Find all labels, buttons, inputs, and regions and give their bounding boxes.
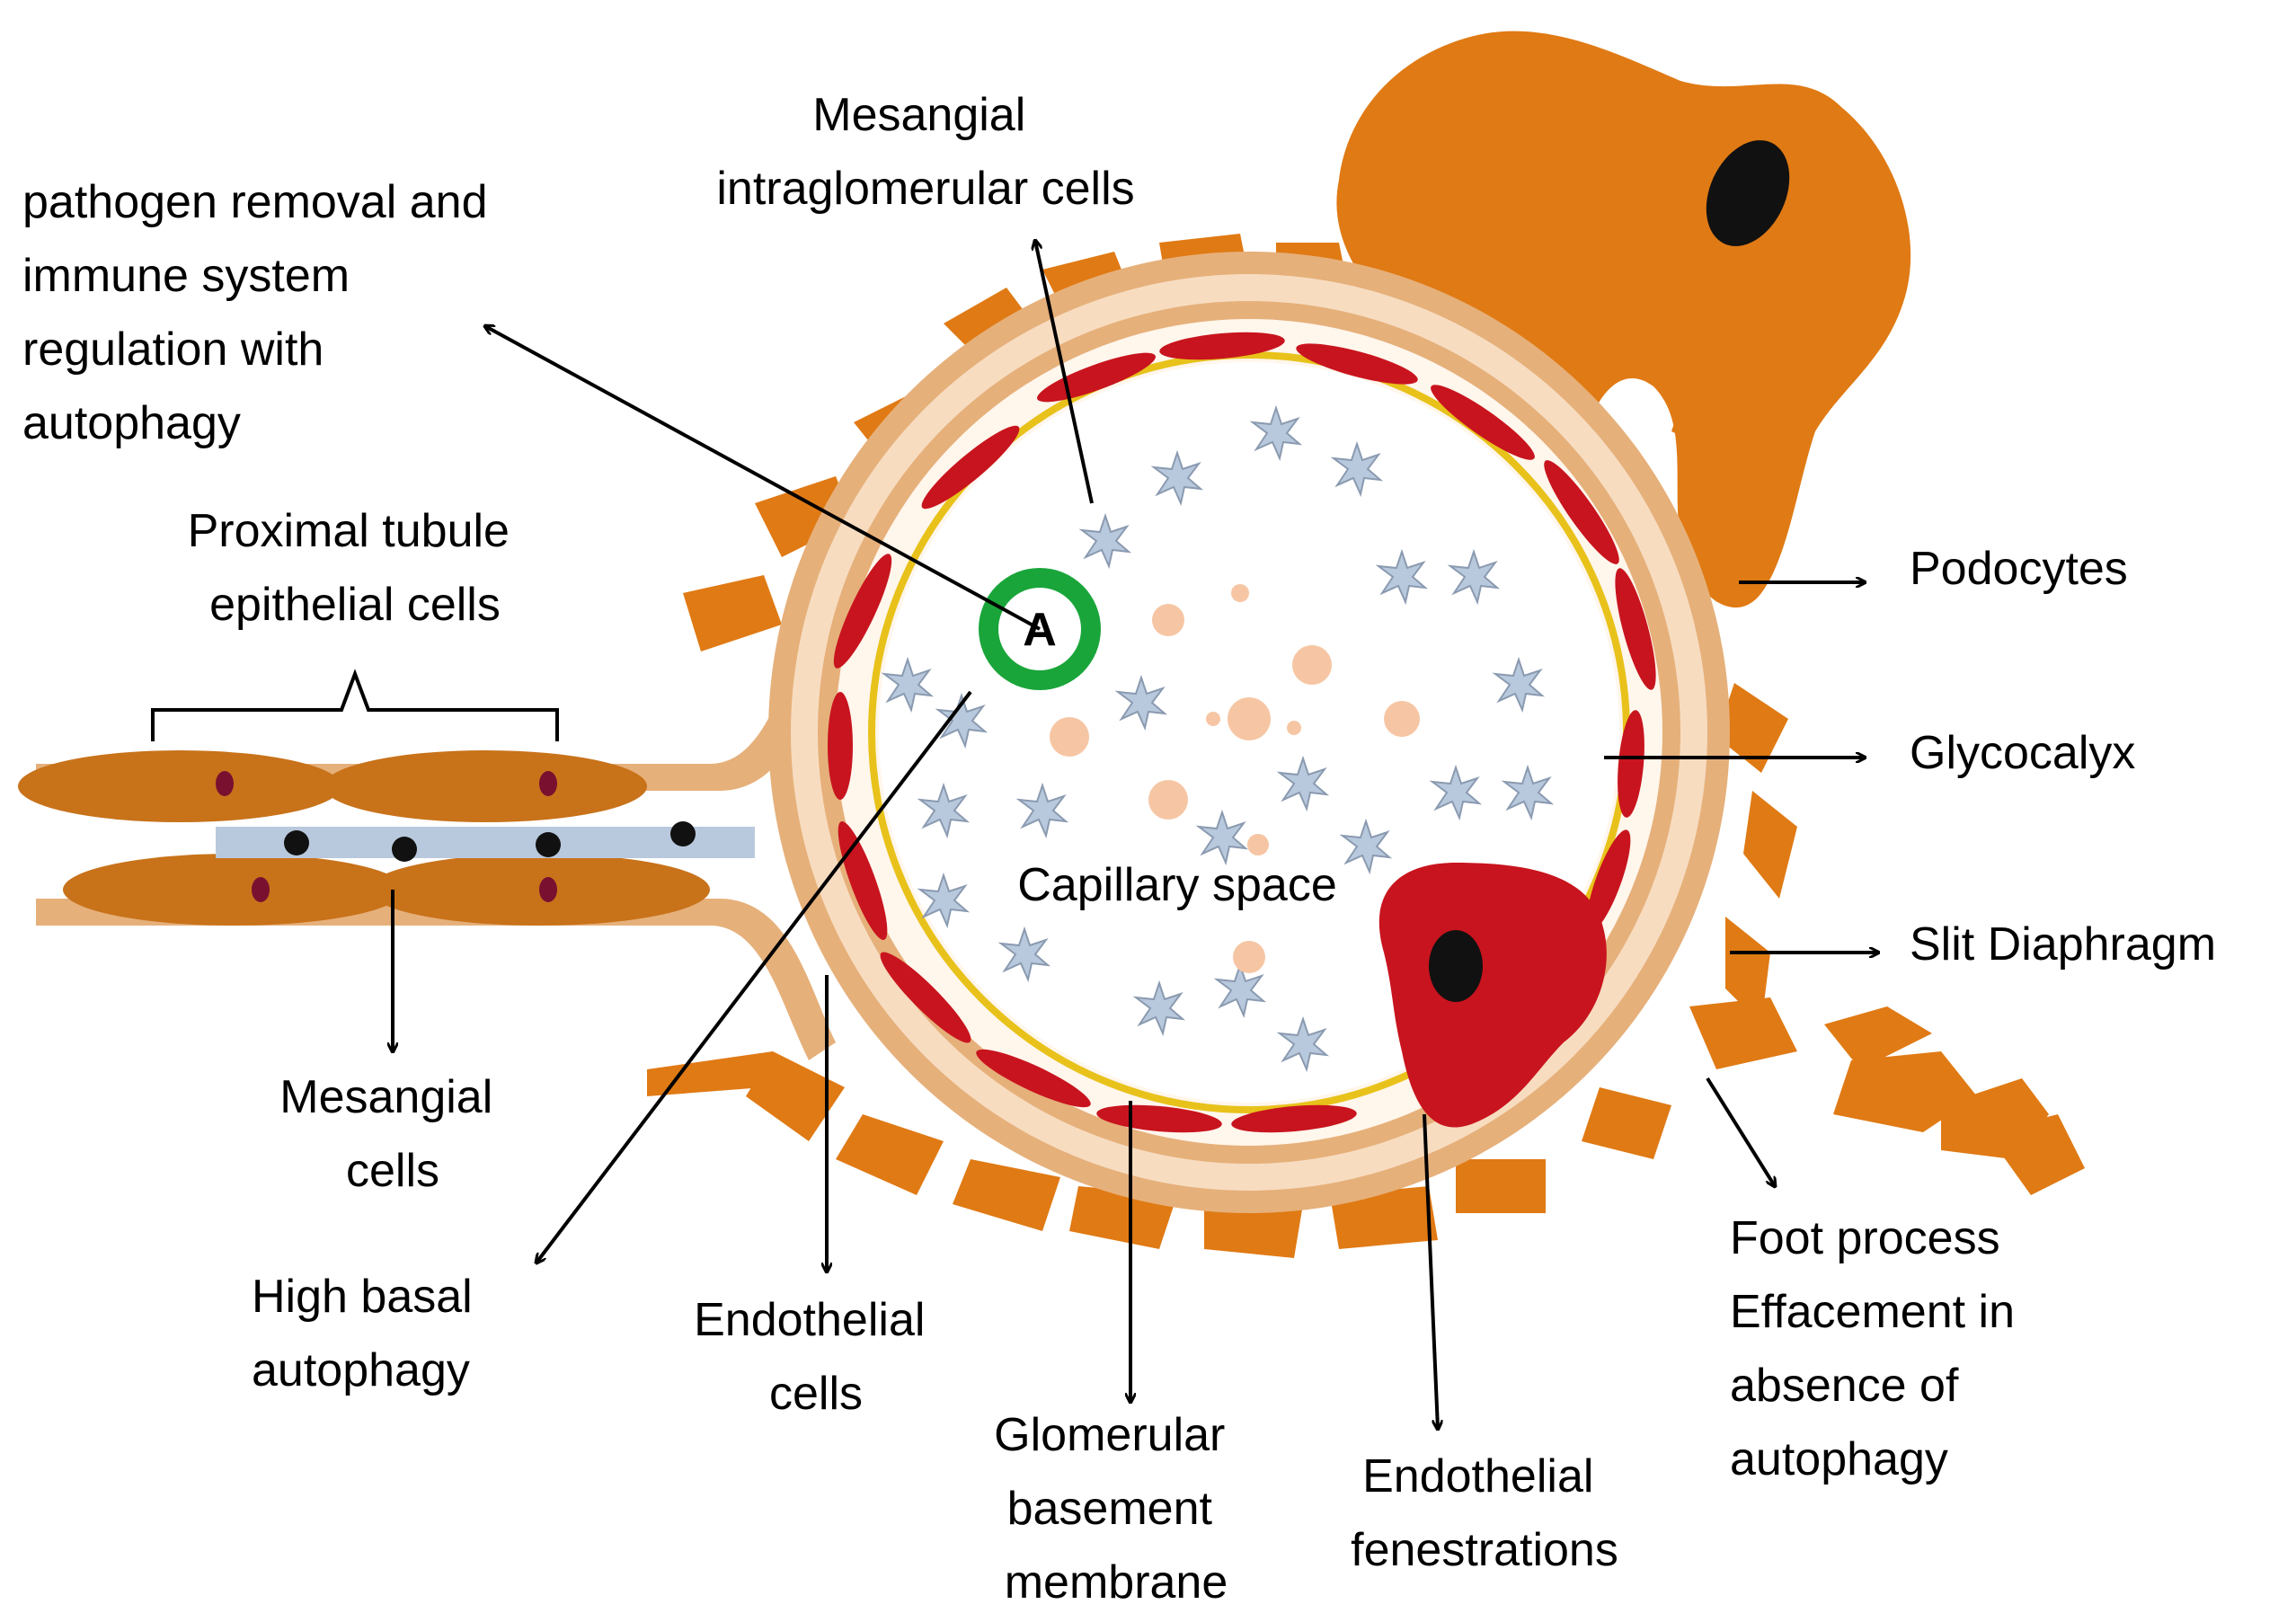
label-pathogen-removal: pathogen removal and immune system regul… <box>22 176 501 449</box>
label-endothelial-fenestrations: Endothelial fenestrations <box>1351 1450 1618 1576</box>
svg-text:A: A <box>1023 604 1057 656</box>
label-high-basal-autophagy: High basal autophagy <box>252 1271 485 1396</box>
arrows <box>393 241 1878 1429</box>
label-glycocalyx: Glycocalyx <box>1910 727 2135 779</box>
capillary-particles <box>1050 584 1420 973</box>
tubule-bracket <box>151 669 559 741</box>
label-podocytes: Podocytes <box>1910 543 2128 595</box>
label-slit-diaphragm: Slit Diaphragm <box>1910 918 2216 971</box>
endothelial-nucleus <box>1429 930 1483 1002</box>
label-endothelial-cells: Endothelial cells <box>694 1294 938 1420</box>
label-foot-process: Foot process Effacement in absence of au… <box>1730 1212 2027 1485</box>
label-mesangial-cells: Mesangial cells <box>279 1071 505 1197</box>
label-glomerular-basement-membrane: Glomerular basement membrane <box>994 1409 1238 1609</box>
endothelial-cells <box>828 332 1656 1133</box>
podocyte-nucleus <box>1706 140 1790 246</box>
label-mesangial-intraglomerular: Mesangial intraglomerular cells <box>716 89 1134 215</box>
label-capillary-space: Capillary space <box>1017 859 1337 911</box>
proximal-tubule <box>18 629 836 1060</box>
endothelial-cell-body <box>1378 863 1607 1128</box>
label-proximal-tubule: Proximal tubule epithelial cells <box>188 505 523 631</box>
